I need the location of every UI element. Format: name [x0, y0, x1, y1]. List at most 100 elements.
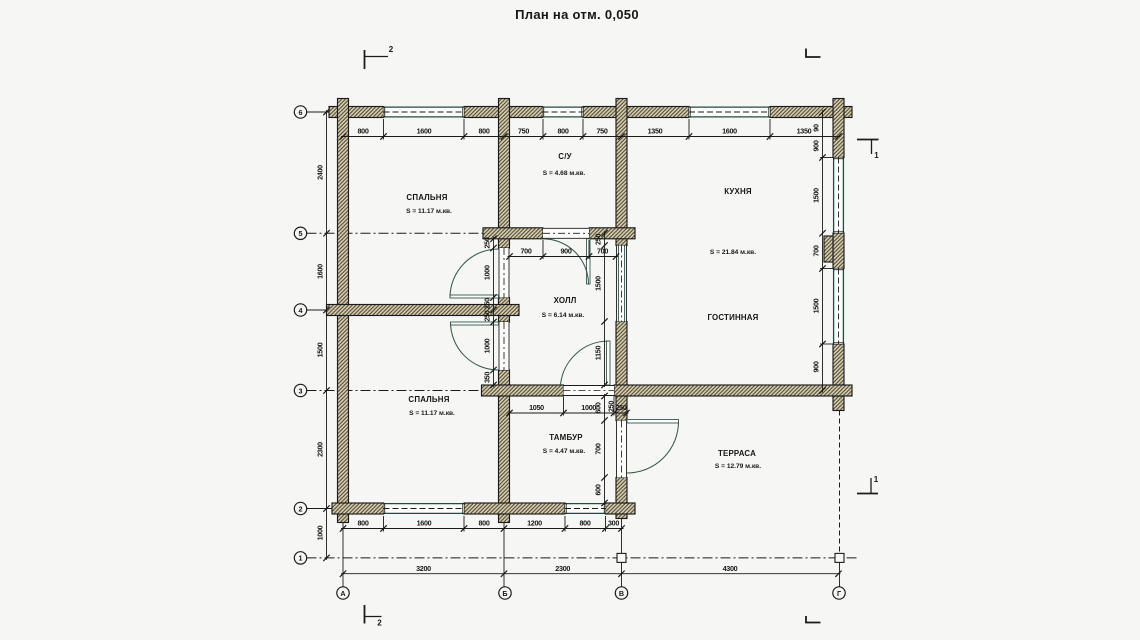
- hall-left-tick: [489, 318, 498, 326]
- tambour-right-tick: [600, 416, 609, 425]
- tambour-right-dim-label: 700: [593, 443, 602, 454]
- left-outer-tick: [322, 504, 331, 513]
- left-outer-tick: [322, 229, 331, 237]
- bottom-inner-tick: [379, 524, 388, 533]
- left-outer-dim-label: 2300: [315, 442, 324, 457]
- tambour-top-dim-label: 1000: [581, 403, 596, 412]
- section-2-top-label: 2: [389, 45, 394, 54]
- top-inner-tick: [339, 132, 347, 141]
- axis-bubble-label-А: А: [340, 589, 345, 598]
- room-area-kitchen: S = 21.84 м.кв.: [710, 249, 756, 256]
- tambour-top-dim-label: 250: [615, 403, 626, 412]
- left-outer-tick: [322, 554, 331, 562]
- right-outer-tick: [818, 340, 827, 348]
- wall-top-c: [582, 105, 690, 119]
- drawing-title: План на отм. 0,050: [515, 7, 639, 22]
- hall-top-dim-label: 700: [520, 247, 531, 256]
- door-bathroom: [543, 227, 589, 239]
- axis-bubble-label-2: 2: [299, 504, 303, 513]
- axis-bubble-Б: [498, 586, 512, 600]
- door-bedroom-1: [498, 248, 510, 298]
- axis-bubble-2: [293, 501, 308, 516]
- tambour-top-dim-label: 1050: [529, 403, 544, 412]
- door-tambour-swing: [559, 340, 610, 386]
- door-bedroom-2: [498, 322, 510, 370]
- room-label-bedroom-1: СПАЛЬНЯ: [406, 193, 447, 202]
- top-inner-tick: [766, 132, 774, 141]
- bottom-inner-dim-label: 1600: [417, 519, 432, 528]
- right-outer-tick: [818, 386, 827, 395]
- hall-left-dim-label: 250: [482, 298, 491, 309]
- hall-right-tick: [600, 317, 609, 326]
- axis-bubble-6: [293, 105, 308, 119]
- door-bedroom-1-swing: [449, 248, 499, 298]
- left-outer-tick: [322, 386, 331, 395]
- hall-left-tick: [489, 235, 498, 243]
- top-inner-tick: [834, 132, 843, 141]
- axis-bubble-1: [293, 551, 308, 565]
- left-outer-dim-label: 1000: [315, 525, 324, 540]
- room-area-terrace: S = 12.79 м.кв.: [715, 463, 761, 470]
- bottom-inner-dim-label: 800: [357, 519, 368, 528]
- tambour-top-tick: [505, 409, 514, 417]
- axis-bubble-4: [293, 303, 308, 317]
- wall-g-upper: [832, 97, 845, 159]
- room-label-living-room: ГОСТИННАЯ: [707, 313, 758, 322]
- wall-g-pier-stub: [823, 235, 834, 263]
- top-inner-tick: [379, 132, 388, 141]
- hall-top-tick: [612, 252, 620, 261]
- hall-right-dim-label: 1500: [593, 276, 602, 291]
- wall-bottom-c: [604, 502, 636, 515]
- top-inner-tick: [539, 132, 547, 141]
- right-outer-dim-label: 900: [811, 140, 820, 151]
- axis-bubble-5: [293, 226, 308, 241]
- wall-ax5-a: [482, 227, 544, 240]
- top-inner-dim-label: 800: [357, 127, 368, 136]
- room-area-bedroom-2: S = 11.17 м.кв.: [409, 410, 455, 417]
- axis-bubble-label-Б: Б: [502, 589, 507, 598]
- room-label-hall: ХОЛЛ: [554, 296, 577, 305]
- tambour-right-tick: [600, 473, 609, 482]
- door-terrace-leaf: [626, 419, 679, 424]
- room-area-hall: S = 6.14 м.кв.: [542, 312, 585, 319]
- hall-right-tick: [600, 241, 609, 250]
- axis-bubble-В: [614, 586, 629, 600]
- door-bathroom-swing: [542, 238, 590, 285]
- hall-left-tick: [489, 293, 498, 302]
- room-label-bathroom: С/У: [558, 152, 571, 161]
- axis-bubble-Г: [832, 586, 846, 600]
- right-outer-dim-label: 90: [811, 124, 820, 132]
- door-bedroom-2-swing: [449, 321, 499, 371]
- top-inner-dim-label: 800: [478, 127, 489, 136]
- section-2-bottom-label: 2: [377, 619, 382, 628]
- room-area-bedroom-1: S = 11.17 м.кв.: [406, 208, 452, 215]
- axis-bubble-label-4: 4: [299, 306, 303, 315]
- wall-bottom-a: [331, 502, 385, 515]
- left-outer-dim-label: 1500: [315, 342, 324, 357]
- room-area-tambour: S = 4.47 м.кв.: [543, 448, 586, 455]
- hall-right-dim-label: 250: [593, 234, 602, 245]
- bottom-outer-tick: [617, 570, 626, 578]
- right-outer-tick: [818, 264, 827, 273]
- bottom-outer-dim-label: 4300: [723, 564, 738, 573]
- top-inner-dim-label: 750: [518, 127, 529, 136]
- top-inner-dim-label: 1600: [722, 127, 737, 136]
- top-inner-tick: [617, 132, 626, 141]
- tambour-top-tick: [610, 409, 618, 417]
- right-outer-tick: [818, 108, 827, 116]
- top-inner-tick: [500, 132, 508, 141]
- room-label-bedroom-2: СПАЛЬНЯ: [408, 395, 449, 404]
- left-outer-dim-label: 1600: [315, 264, 324, 279]
- bottom-inner-tick: [601, 524, 610, 533]
- hall-top-tick: [539, 252, 547, 261]
- terrace-post-2: [834, 552, 845, 563]
- top-inner-dim-label: 1600: [417, 127, 432, 136]
- door-bedroom-1-leaf: [449, 294, 499, 299]
- wall-g-pier: [832, 232, 845, 270]
- hall-left-dim-label: 1000: [482, 265, 491, 280]
- wall-v-upper: [615, 97, 628, 247]
- hall-top-dim-label: 900: [560, 247, 571, 256]
- tambour-top-tick: [559, 409, 568, 417]
- dim-label-extra: 250: [607, 401, 616, 412]
